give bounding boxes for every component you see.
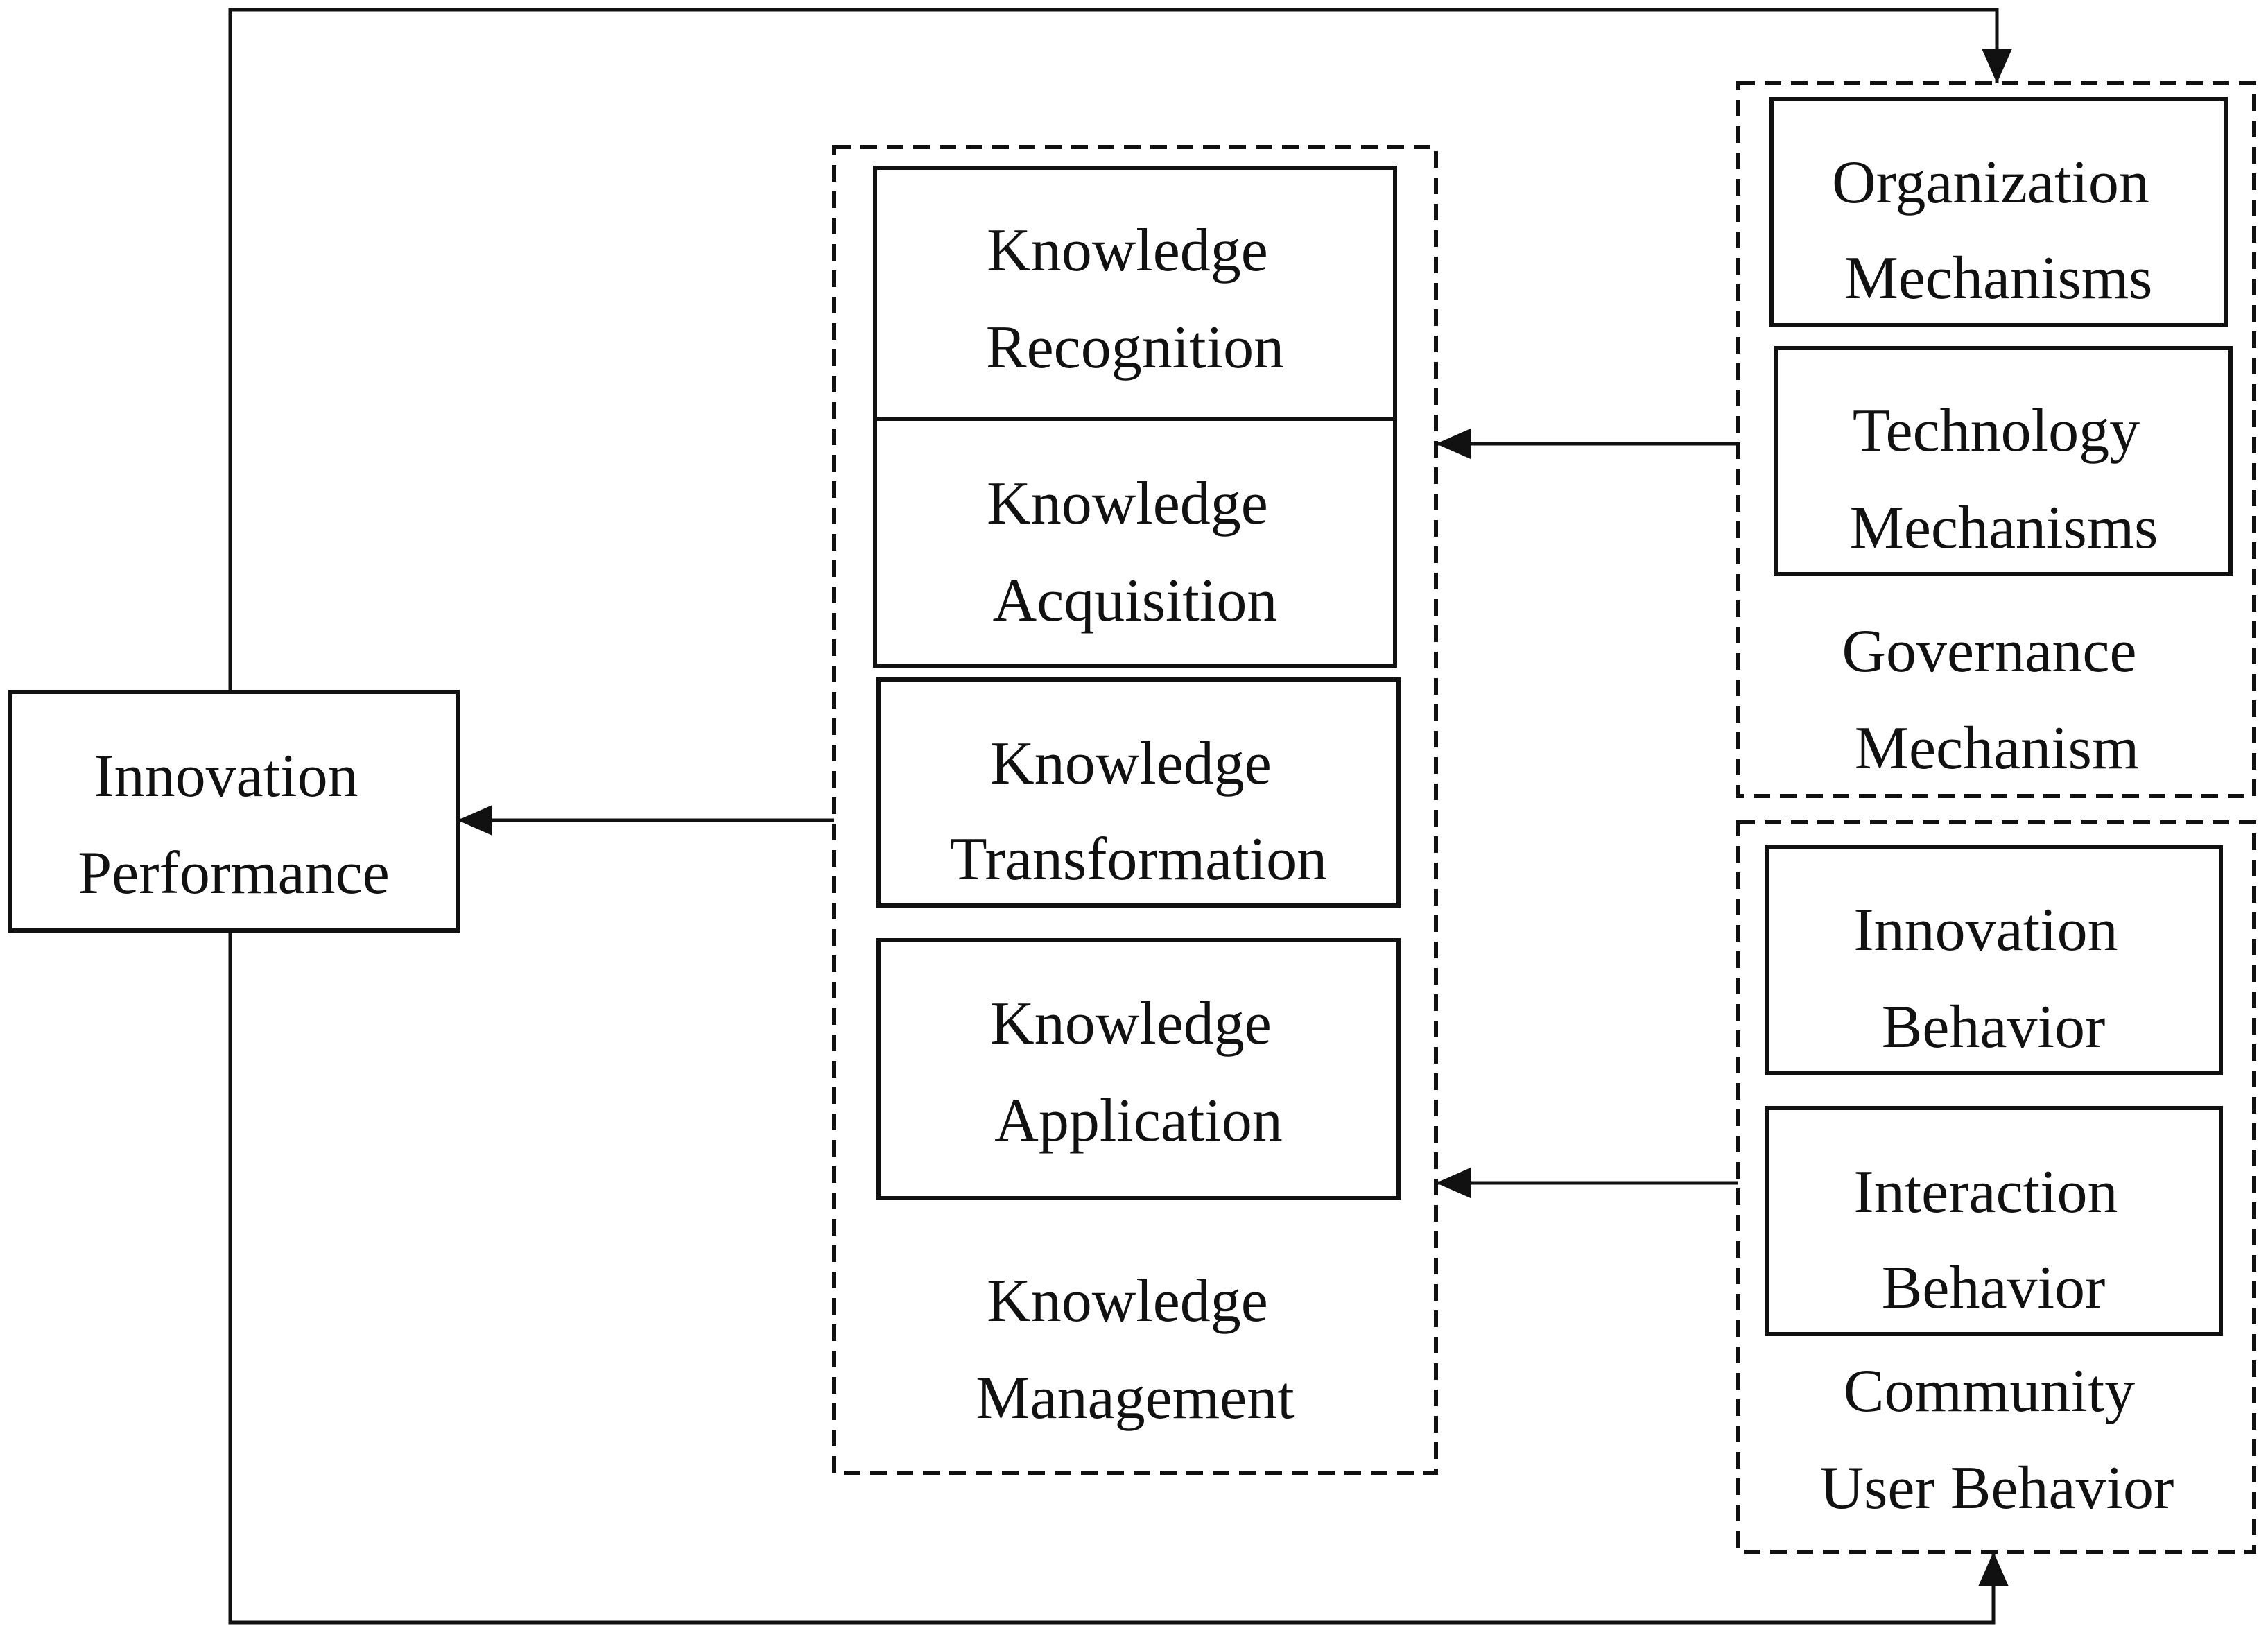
- knowledge-acquisition-label: Knowledge Acquisition: [987, 470, 1283, 634]
- interaction-behavior-box: [1765, 1106, 2223, 1336]
- organization-mechanisms-box: [1769, 97, 2228, 327]
- knowledge-application-box: [876, 938, 1401, 1200]
- knowledge-transformation-label: Knowledge Transformation: [950, 730, 1327, 893]
- knowledge-recognition-label: Knowledge Recognition: [986, 217, 1284, 381]
- knowledge-transformation-box: [876, 677, 1401, 908]
- technology-mechanisms-box: [1774, 346, 2233, 576]
- innovation-performance-box: [8, 690, 460, 933]
- knowledge-management-group: [832, 145, 1438, 1475]
- innovation-behavior-box: [1765, 845, 2223, 1075]
- technology-mechanisms-label: Technology Mechanisms: [1850, 397, 2158, 562]
- knowledge-acquisition-box: [873, 417, 1397, 668]
- interaction-behavior-label: Interaction Behavior: [1853, 1159, 2133, 1322]
- knowledge-application-label: Knowledge Application: [990, 990, 1287, 1154]
- innovation-performance-label: Innovation Performance: [78, 743, 390, 907]
- governance-mechanism-label: Governance Mechanism: [1842, 618, 2152, 782]
- knowledge-management-label: Knowledge Management: [976, 1268, 1294, 1432]
- community-user-behavior-label: Community User Behavior: [1820, 1358, 2174, 1522]
- innovation-behavior-label: Innovation Behavior: [1853, 897, 2133, 1061]
- feedback-line-top: [228, 8, 2012, 692]
- governance-mechanism-group: [1736, 81, 2256, 798]
- feedback-line-bottom: [228, 931, 2009, 1625]
- organization-mechanisms-label: Organization Mechanisms: [1832, 149, 2165, 312]
